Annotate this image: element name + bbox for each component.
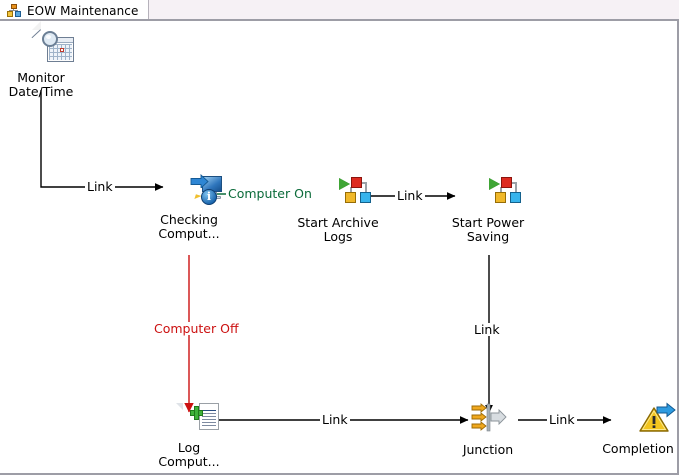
edge-monitor-to-checking[interactable]	[40, 90, 164, 191]
workflow-blocks-icon	[470, 176, 521, 212]
tab-eow-maintenance[interactable]: EOW Maintenance	[0, 0, 149, 21]
node-monitor-date-time[interactable]: Monitor Date/Time	[0, 21, 93, 99]
document-add-icon	[171, 401, 219, 437]
node-start-power-saving[interactable]: Start Power Saving	[436, 176, 540, 244]
workflow-blocks-icon	[320, 176, 371, 212]
node-label: Start Power Saving	[451, 215, 525, 244]
node-label: Log Comput...	[158, 440, 220, 469]
edge-label-checking-to-log: Computer Off	[152, 321, 241, 336]
edge-label-checking-to-archive: Computer On	[226, 186, 314, 201]
completion-warning-icon	[620, 402, 676, 438]
node-start-archive-logs[interactable]: Start Archive Logs	[286, 176, 390, 244]
node-checking-computer[interactable]: i Checking Comput...	[137, 173, 241, 241]
edge-label-monitor-to-checking: Link	[85, 179, 115, 194]
node-label: Checking Comput...	[158, 212, 220, 241]
node-log-computer[interactable]: Log Comput...	[137, 401, 241, 469]
tab-strip: EOW Maintenance	[0, 0, 679, 21]
tab-label: EOW Maintenance	[27, 3, 139, 18]
edge-layer	[40, 90, 612, 424]
edge-label-log-to-junction: Link	[320, 412, 350, 427]
node-junction[interactable]: Junction	[436, 403, 540, 457]
calendar-magnifier-icon	[23, 21, 74, 67]
node-label: Completion	[602, 441, 674, 456]
edge-label-archive-to-power: Link	[395, 188, 425, 203]
workflow-canvas[interactable]: Link Computer On Link Computer Off Link …	[0, 21, 679, 475]
workflow-hierarchy-icon	[7, 4, 21, 17]
edge-label-power-to-junction: Link	[472, 322, 502, 337]
node-label: Junction	[462, 442, 514, 457]
junction-merge-icon	[470, 403, 507, 439]
node-label: Start Archive Logs	[297, 215, 379, 244]
node-label: Monitor Date/Time	[8, 70, 74, 99]
node-completion[interactable]: Completion	[586, 402, 677, 456]
edge-label-junction-to-completion: Link	[547, 412, 577, 427]
monitor-info-icon: i	[171, 173, 222, 209]
